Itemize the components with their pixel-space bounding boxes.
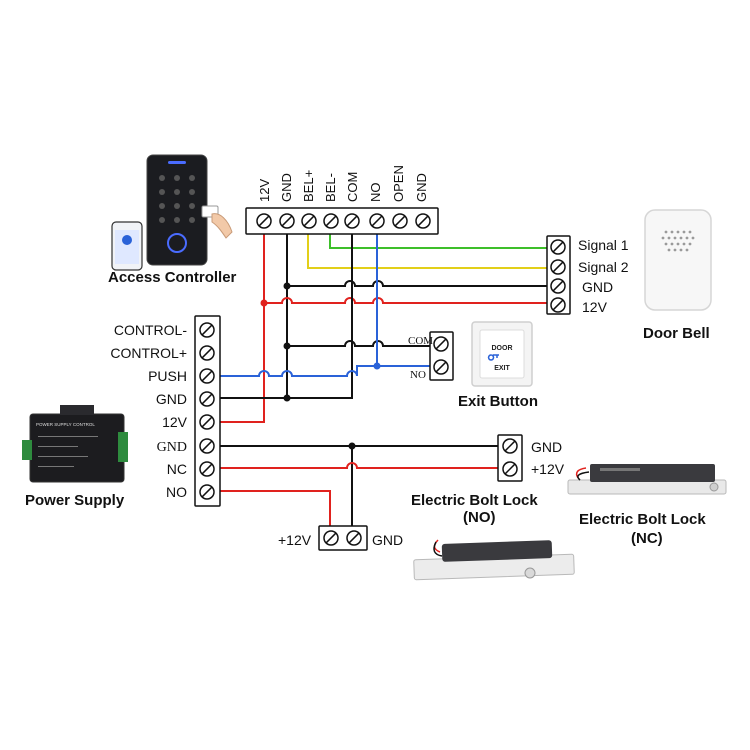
terminal-label-open: OPEN bbox=[391, 165, 406, 202]
bolt-lock-no-title-line1: Electric Bolt Lock bbox=[411, 492, 538, 509]
junction-dot bbox=[283, 342, 291, 350]
terminal-screw-icon bbox=[550, 239, 566, 255]
terminal-screw-icon bbox=[502, 438, 518, 454]
power-supply-title: Power Supply bbox=[25, 492, 125, 509]
junction-dot bbox=[260, 299, 268, 307]
door-bell-terminal-signal1: Signal 1 bbox=[578, 237, 629, 253]
terminal-screw-icon bbox=[199, 391, 215, 407]
terminal-screw-icon bbox=[392, 213, 408, 229]
terminal-screw-icon bbox=[279, 213, 295, 229]
wire-12v-doorbell bbox=[264, 297, 549, 304]
terminal-label-gnd: GND bbox=[279, 173, 294, 202]
bolt-lock-nc-terminal-block: GND +12V bbox=[497, 434, 565, 482]
terminal-label-no: NO bbox=[368, 183, 383, 203]
psu-terminal-no: NO bbox=[166, 484, 187, 500]
terminal-screw-icon bbox=[433, 336, 449, 352]
psu-terminal-12v: 12V bbox=[162, 414, 188, 430]
terminal-screw-icon bbox=[369, 213, 385, 229]
wire-psu-nc-lock bbox=[219, 462, 501, 469]
terminal-screw-icon bbox=[199, 414, 215, 430]
terminal-screw-icon bbox=[199, 368, 215, 384]
terminal-screw-icon bbox=[256, 213, 272, 229]
bolt-lock-nc-terminal-12v: +12V bbox=[531, 461, 565, 477]
exit-panel-line2: EXIT bbox=[494, 365, 510, 372]
junction-dot bbox=[283, 282, 291, 290]
exit-button-device-icon: DOOR EXIT bbox=[471, 321, 533, 387]
wires bbox=[219, 221, 549, 530]
power-supply-device-icon: POWER SUPPLY CONTROL bbox=[22, 405, 128, 483]
psu-terminal-control-plus: CONTROL+ bbox=[110, 345, 187, 361]
door-bell-terminal-signal2: Signal 2 bbox=[578, 259, 629, 275]
wire-gnd-doorbell bbox=[287, 280, 549, 287]
terminal-label-12v: 12V bbox=[257, 179, 272, 202]
wire-psu-no-lock bbox=[219, 490, 331, 530]
smartphone-icon bbox=[111, 221, 143, 271]
terminal-screw-icon bbox=[323, 213, 339, 229]
door-bell-terminal-block: Signal 1 Signal 2 GND 12V bbox=[546, 235, 629, 315]
keypad-device-icon bbox=[146, 154, 208, 266]
controller-terminal-labels: 12V GND BEL+ BEL- COM NO OPEN GND bbox=[257, 165, 429, 202]
exit-button-title: Exit Button bbox=[458, 393, 538, 410]
exit-panel-line1: DOOR bbox=[492, 345, 513, 352]
bolt-lock-no-terminal-12v: +12V bbox=[278, 532, 312, 548]
wire-com bbox=[219, 221, 353, 399]
junction-dot bbox=[373, 362, 381, 370]
bolt-lock-nc-terminal-gnd: GND bbox=[531, 439, 562, 455]
terminal-screw-icon bbox=[433, 359, 449, 375]
terminal-screw-icon bbox=[550, 297, 566, 313]
terminal-screw-icon bbox=[199, 322, 215, 338]
psu-terminal-control-minus: CONTROL- bbox=[114, 322, 187, 338]
terminal-screw-icon bbox=[301, 213, 317, 229]
door-bell-title: Door Bell bbox=[643, 325, 710, 342]
terminal-label-bel-plus: BEL+ bbox=[301, 170, 316, 202]
terminal-screw-icon bbox=[199, 484, 215, 500]
bolt-lock-nc-title-line1: Electric Bolt Lock bbox=[579, 511, 706, 528]
psu-terminal-gnd-2: GND bbox=[157, 440, 187, 455]
wire-com-exit bbox=[287, 340, 430, 347]
bolt-lock-nc-title-line2: (NC) bbox=[631, 530, 663, 547]
psu-terminal-push: PUSH bbox=[148, 368, 187, 384]
terminal-screw-icon bbox=[415, 213, 431, 229]
exit-button-terminal-block: COM NO bbox=[408, 331, 454, 381]
terminal-screw-icon bbox=[346, 530, 362, 546]
psu-terminal-gnd: GND bbox=[156, 391, 187, 407]
controller-terminal-block: 12V GND BEL+ BEL- COM NO OPEN GND bbox=[245, 165, 439, 235]
terminal-screw-icon bbox=[323, 530, 339, 546]
wire-12v-trunk bbox=[219, 221, 265, 423]
bolt-lock-no-terminal-block: +12V GND bbox=[278, 525, 403, 551]
terminal-screw-icon bbox=[550, 259, 566, 275]
door-bell-terminal-12v: 12V bbox=[582, 299, 608, 315]
junction-dot bbox=[348, 442, 356, 450]
exit-terminal-com: COM bbox=[408, 335, 433, 347]
psu-panel-text: POWER SUPPLY CONTROL bbox=[36, 422, 95, 427]
bolt-lock-icon bbox=[567, 464, 727, 495]
controller-screws bbox=[256, 213, 431, 229]
power-supply-terminal-block: CONTROL- CONTROL+ PUSH GND 12V GND NC NO bbox=[110, 315, 221, 507]
psu-terminal-nc: NC bbox=[167, 461, 187, 477]
terminal-screw-icon bbox=[199, 345, 215, 361]
access-controller-device: Access Controller bbox=[108, 154, 237, 286]
terminal-screw-icon bbox=[344, 213, 360, 229]
bolt-lock-icon bbox=[413, 539, 575, 581]
bolt-lock-no-terminal-gnd: GND bbox=[372, 532, 403, 548]
terminal-label-com: COM bbox=[345, 172, 360, 202]
door-bell-terminal-gnd: GND bbox=[582, 279, 613, 295]
wire-push-blue bbox=[219, 365, 377, 377]
access-controller-title: Access Controller bbox=[108, 269, 237, 286]
terminal-label-gnd-2: GND bbox=[414, 173, 429, 202]
bolt-lock-no-title-line2: (NO) bbox=[463, 509, 496, 526]
terminal-screw-icon bbox=[550, 278, 566, 294]
junction-dot bbox=[283, 394, 291, 402]
exit-terminal-no: NO bbox=[410, 369, 426, 381]
terminal-screw-icon bbox=[502, 461, 518, 477]
door-bell-device-icon bbox=[644, 209, 712, 311]
terminal-screw-icon bbox=[199, 438, 215, 454]
hand-card-icon bbox=[201, 205, 233, 239]
terminal-screw-icon bbox=[199, 461, 215, 477]
terminal-label-bel-minus: BEL- bbox=[323, 173, 338, 202]
